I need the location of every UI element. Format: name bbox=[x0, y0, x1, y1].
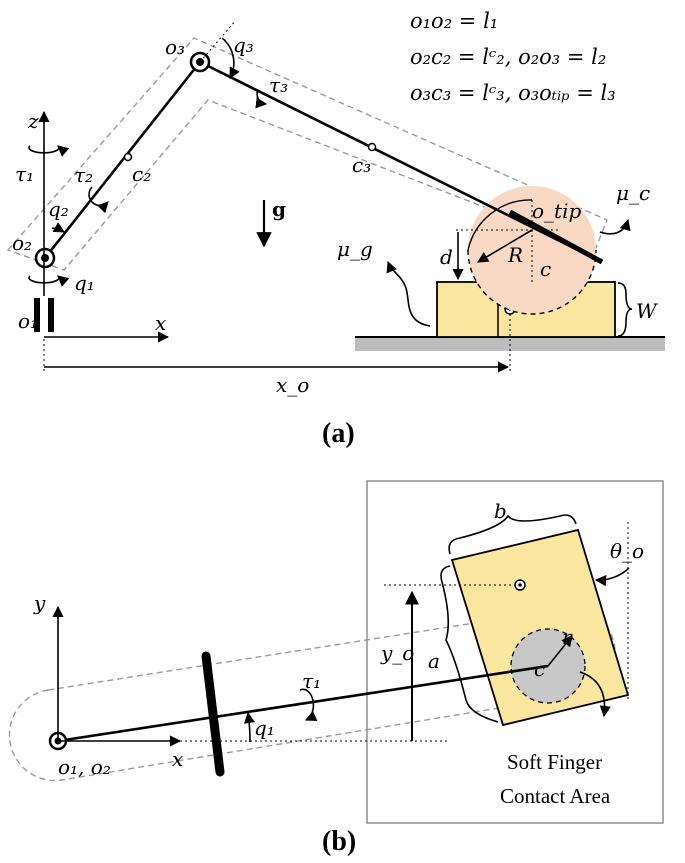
label-o1-o2: o₁, o₂ bbox=[58, 755, 111, 779]
caption-b: (b) bbox=[322, 826, 356, 857]
mu-g-arrow bbox=[386, 260, 431, 327]
equation-2: o₂c₂ = lᶜ₂, o₂o₃ = l₂ bbox=[410, 45, 606, 69]
q1-rotation-arrow bbox=[28, 275, 70, 287]
label-r: r bbox=[562, 625, 573, 649]
gripper-bar bbox=[201, 651, 225, 777]
label-g: g bbox=[272, 197, 286, 221]
q1-arc-arrow-b bbox=[243, 711, 255, 743]
label-q3: q₃ bbox=[233, 33, 254, 57]
label-W: W bbox=[636, 299, 658, 323]
equation-3: o₃c₃ = lᶜ₃, o₃oₜᵢₚ = l₃ bbox=[410, 81, 616, 105]
label-tau1: τ₁ bbox=[15, 162, 34, 186]
panel-a: o₁o₂ = l₁ o₂c₂ = lᶜ₂, o₂o₃ = l₂ o₃c₃ = l… bbox=[6, 9, 665, 449]
point-c2 bbox=[123, 152, 133, 162]
label-R: R bbox=[507, 243, 523, 267]
contact-area-arrow bbox=[579, 671, 611, 718]
theta-o-arc bbox=[594, 567, 630, 587]
label-q2: q₂ bbox=[48, 197, 69, 221]
label-x-a: x bbox=[155, 311, 166, 335]
label-x-b: x bbox=[172, 747, 183, 771]
equation-1: o₁o₂ = l₁ bbox=[410, 9, 498, 33]
fingertip-segment bbox=[508, 209, 604, 265]
point-c3 bbox=[367, 142, 377, 152]
label-b: b bbox=[494, 499, 507, 523]
link-2 bbox=[43, 61, 202, 259]
tau3-rotation-arrow bbox=[255, 89, 268, 109]
mu-c-arrow bbox=[599, 218, 631, 235]
label-c3: c₃ bbox=[352, 153, 371, 177]
prismatic-rail-left bbox=[34, 298, 40, 332]
label-mu-g: μ_g bbox=[337, 237, 373, 261]
tau2-rotation-arrow bbox=[88, 186, 109, 214]
tau1-rotation-arrow bbox=[28, 145, 70, 157]
label-z: z bbox=[27, 109, 39, 133]
caption-a: (a) bbox=[322, 418, 355, 449]
tau1-rotation-arrow-b bbox=[299, 688, 318, 721]
label-otip: o_tip bbox=[532, 199, 581, 223]
link-b bbox=[57, 664, 549, 743]
label-q1: q₁ bbox=[74, 271, 95, 295]
label-q1-b: q₁ bbox=[254, 716, 275, 740]
link-envelope-b bbox=[8, 607, 616, 782]
label-tau3: τ₃ bbox=[269, 73, 288, 97]
q2-arc-arrow bbox=[51, 222, 65, 233]
label-c2: c₂ bbox=[132, 162, 151, 186]
w-brace bbox=[617, 282, 633, 337]
workspace-frame bbox=[366, 480, 664, 824]
label-tau2: τ₂ bbox=[74, 163, 93, 187]
label-theta-o: θ_o bbox=[610, 539, 644, 563]
panel-b: y x o₁, o₂ τ₁ q₁ y_o a b θ_o r c Soft Fi… bbox=[8, 480, 664, 857]
label-o3: o₃ bbox=[165, 35, 185, 59]
label-tau1-b: τ₁ bbox=[302, 669, 321, 693]
label-yo: y_o bbox=[380, 641, 414, 665]
label-c-b: c bbox=[534, 657, 545, 681]
label-a: a bbox=[428, 649, 440, 673]
a-brace bbox=[440, 565, 499, 723]
label-o2: o₂ bbox=[12, 231, 32, 255]
label-o1: o₁ bbox=[18, 309, 38, 333]
label-mu-c: μ_c bbox=[616, 181, 650, 205]
label-xo: x_o bbox=[276, 373, 309, 397]
label-contact-area: Contact Area bbox=[500, 784, 611, 808]
label-c-a: c bbox=[540, 257, 551, 281]
label-d: d bbox=[440, 245, 453, 269]
link-3 bbox=[199, 60, 603, 264]
contact-radius-arrow bbox=[547, 635, 573, 667]
label-y: y bbox=[33, 591, 46, 615]
b-brace bbox=[448, 514, 577, 555]
prismatic-rail-right bbox=[48, 298, 54, 332]
radius-arrow bbox=[477, 229, 533, 263]
label-soft-finger: Soft Finger bbox=[507, 750, 602, 774]
q3-arc-arrow bbox=[221, 37, 240, 79]
